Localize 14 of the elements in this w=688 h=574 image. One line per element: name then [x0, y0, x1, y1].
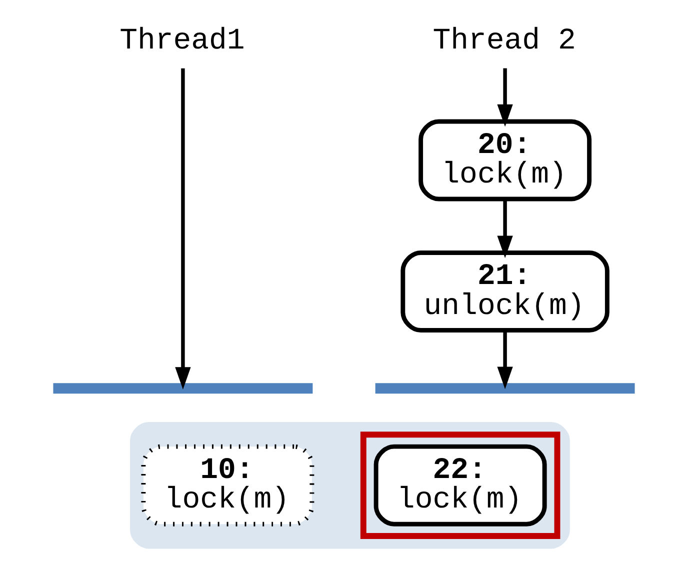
node-box: 10: lock(m)	[141, 444, 314, 526]
node-text: Thread 2	[432, 23, 576, 58]
node-bar	[53, 383, 313, 394]
node-box: 20: lock(m)	[418, 119, 592, 202]
node-box: 22: lock(m)	[374, 444, 547, 526]
node-box: 21: unlock(m)	[400, 250, 610, 332]
arrow	[175, 68, 191, 390]
arrow	[497, 200, 513, 258]
cluster	[360, 432, 560, 540]
node-text: Thread1	[120, 23, 245, 58]
cluster	[130, 422, 570, 549]
node-bar	[375, 383, 635, 394]
arrow	[497, 330, 513, 390]
arrow	[497, 68, 513, 127]
